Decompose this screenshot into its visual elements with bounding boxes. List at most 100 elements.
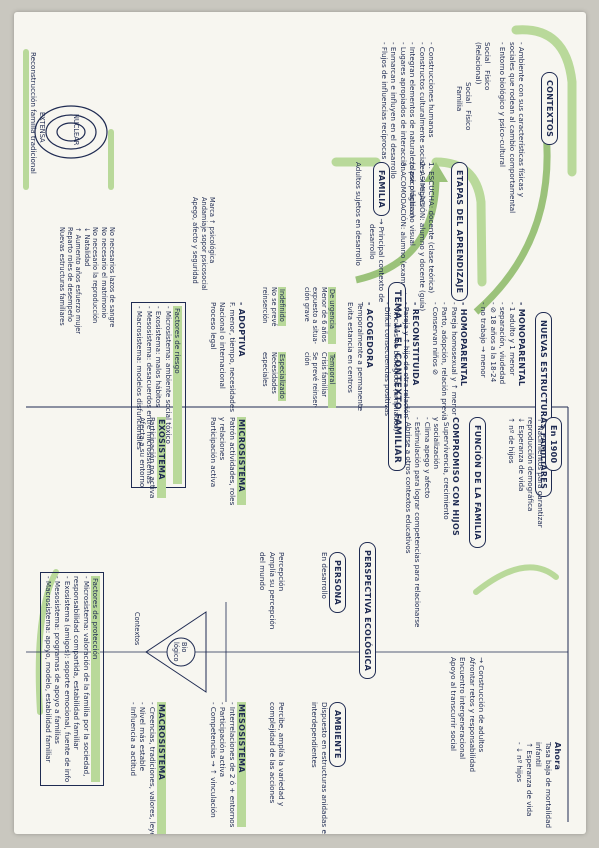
ring-outer: [34, 105, 108, 159]
ambiente-box: AMBIENTE: [328, 702, 346, 767]
ecologica-ambiente: AMBIENTE Dispuesto en estructuras anidad…: [310, 702, 346, 834]
familia-line: Adultos sujetos en desarrollo: [354, 162, 364, 266]
acogida-line: ción grave: [302, 287, 311, 322]
macrosistema: MACROSISTEMA - Creencias, tradiciones, v…: [128, 702, 166, 834]
mesosistema: MESOSISTEMA - Interrelaciones de 2 ó + e…: [208, 702, 246, 828]
nuevas-line: Nacional o internacional: [218, 302, 228, 389]
meso-line: - Competencias → ↑ vinculación: [208, 702, 218, 818]
en1900-block: En 1900 ↑ Nacimientos para garantizar re…: [507, 417, 562, 528]
acogida-line: Necesidades: [269, 352, 278, 394]
nuevas-type: - MONOPARENTAL: [517, 302, 526, 387]
nuevas-line: - Pareja homosexual y ↑ menor: [449, 302, 459, 416]
funcion-line: Encuentro intergeneracional: [458, 657, 468, 760]
proteccion-heading: Factores de protección: [90, 576, 100, 783]
exo-line: Participación no activa: [147, 417, 157, 499]
note: ↓ Natalidad: [82, 227, 91, 267]
acogida-line: ción: [302, 352, 311, 366]
acogida-line: expuesto a situa-: [311, 287, 320, 345]
etapas-heading: ETAPAS DEL APRENDIZAJE: [451, 162, 468, 302]
acogida-title: De urgencia: [327, 287, 336, 345]
eco-line: Amplía su percepción: [267, 552, 277, 630]
nuevas-monoparental: - MONOPARENTAL - 1 adulto y 1 menor - se…: [479, 302, 526, 386]
acogida-line: Menor de 6 años: [319, 287, 328, 343]
funcion-line: → Construcción de adultos: [477, 657, 486, 753]
green-stroke: [431, 157, 487, 287]
micro-line: Patrón actividades, roles: [227, 417, 237, 506]
ecologica-heading: PERSPECTIVA ECOLÓGICA: [359, 542, 376, 680]
eco-line: Percibe, amplía la variedad y: [277, 702, 286, 807]
familia-label: FAMILIA: [373, 162, 390, 217]
funcion-line: Afrontar retos y responsabilidad: [467, 657, 477, 773]
en1900-line: ↑ Nacimientos para garantizar: [535, 417, 545, 528]
ecologica-persona: PERSONA En desarrollo: [319, 552, 346, 614]
contextos-line: sociales que rodean al cambio comportame…: [507, 42, 517, 214]
persona-sub: En desarrollo: [319, 552, 329, 599]
micro-line: y relaciones: [218, 417, 228, 461]
factores-proteccion: Factores de protección - Microsistema: v…: [39, 572, 104, 787]
macro-line: - Influencia a actitud: [128, 702, 138, 777]
eco-line: complejidad de las acciones: [267, 702, 277, 804]
nuevas-line: - Pareja y ↑ hijo de otra relación: [401, 302, 411, 418]
acogida-line: reinserción: [261, 287, 270, 324]
familia-arrow-text: → Principal contexto de: [377, 218, 386, 303]
contextos-line: - Entorno biológico y psico-cultural: [498, 42, 508, 167]
macro-heading: MACROSISTEMA: [156, 702, 166, 834]
acogida-line: No se prevé: [269, 287, 278, 327]
green-stroke: [473, 564, 559, 595]
note: ↑ Aumento años esfuerzo mujer: [74, 227, 83, 335]
nuevas-line: - ⊘ 18 años a la 18-24: [488, 302, 498, 383]
nuevas-acogedora: - ACOGEDORA Temporalmente a permanente E…: [346, 302, 374, 411]
en1900-heading: En 1900: [544, 417, 562, 472]
meso-heading: MESOSISTEMA: [236, 702, 246, 828]
proteccion-line: - Macrosistema: apoyo, modelo, estabilid…: [43, 576, 53, 763]
nuevas-line: Proceso legal: [208, 302, 218, 350]
factores-riesgo-heading: Factores de riesgo: [172, 306, 182, 484]
eco-circle: [166, 637, 196, 667]
notes-page: CONTEXTOS - Ambiente con sus característ…: [14, 12, 586, 834]
proteccion-line: - Exosistema (amigos): soporte emocional…: [62, 576, 72, 783]
funcion-line: - Supervivencia, crecimiento: [441, 417, 451, 520]
ahora-line: infantil: [534, 742, 544, 767]
nuevas-line: - 1 adulto y 1 menor: [507, 302, 517, 376]
nuevas-line: Temporalmente a permanente: [355, 302, 365, 412]
meso-line: - Interrelaciones de 2 ó + entornos: [227, 702, 237, 828]
eco-contextos-label: Contextos: [133, 612, 141, 646]
note: Marca ↑ psicológica: [208, 197, 216, 264]
ahora-block: Ahora Tasa baja de mortalidad infantil ↑…: [515, 742, 562, 828]
acogida-indefinido: Indefinido No se prevé reinserción: [261, 287, 286, 327]
ahora-line: Tasa baja de mortalidad: [543, 742, 553, 829]
funcion-hijos-heading: COMPROMISO CON HIJOS: [451, 417, 460, 537]
proteccion-line: - Mesosistema: programas de apoyo a fami…: [53, 576, 63, 744]
acogida-title: Especializado: [277, 352, 286, 401]
funcion-line: - Abrirse a otros contextos educativos: [403, 417, 413, 554]
label-fisico: Físico: [483, 70, 492, 91]
ring-label-extensa: EXTENSA: [38, 112, 46, 143]
etapas-item: 2. ASIMILACIÓN: alumno y docente (guía): [417, 162, 427, 312]
proteccion-line: - Microsistema: valoración de la familia…: [81, 576, 91, 777]
contextos-labels: Social Físico (Relacional) Social Físico…: [454, 42, 492, 130]
acogida-especializado: Especializado Necesidades especiales: [261, 352, 286, 401]
nuevas-type: - ADOPTIVA: [237, 302, 246, 357]
proteccion-line: responsabilidad compartida, estabilidad …: [72, 576, 82, 750]
ahora-line: ↑ Esperanza de vida: [524, 742, 534, 817]
eco-triangle: [145, 611, 207, 693]
eco-line: Percepción: [277, 552, 286, 592]
green-stroke: [35, 569, 59, 715]
acogida-line: Se prevé reinser-: [311, 352, 320, 408]
acogida-line: Crisis familiar: [319, 352, 328, 397]
note: Reparto roles de desempeño: [65, 227, 74, 322]
micro-line: Participación activa: [208, 417, 218, 488]
nuevas-line: - Conservan niños ⊘: [430, 302, 440, 376]
exo-line: Afecta a su entorno: [138, 417, 148, 488]
etapas-item: (clase práctica): [408, 162, 418, 218]
nuevas-type: - HOMOPARENTAL: [459, 302, 468, 387]
acogida-urgencia: De urgencia Menor de 6 años expuesto a s…: [302, 287, 336, 345]
exo-heading: EXOSISTEMA: [156, 417, 166, 499]
acogida-title: Indefinido: [277, 287, 286, 327]
eco-right-lines: Percibe, amplía la variedad y complejida…: [267, 702, 286, 806]
acogida-temporal: Temporal Crisis familiar Se prevé reinse…: [302, 352, 336, 408]
funcion-line: - Clima apego y afecto: [422, 417, 432, 499]
funcion-hijos: COMPROMISO CON HIJOS - Supervivencia, cr…: [404, 417, 460, 627]
familia-reconstruccion: Reconstrucción familia tradicional: [29, 52, 38, 174]
persona-box: PERSONA: [328, 552, 346, 614]
